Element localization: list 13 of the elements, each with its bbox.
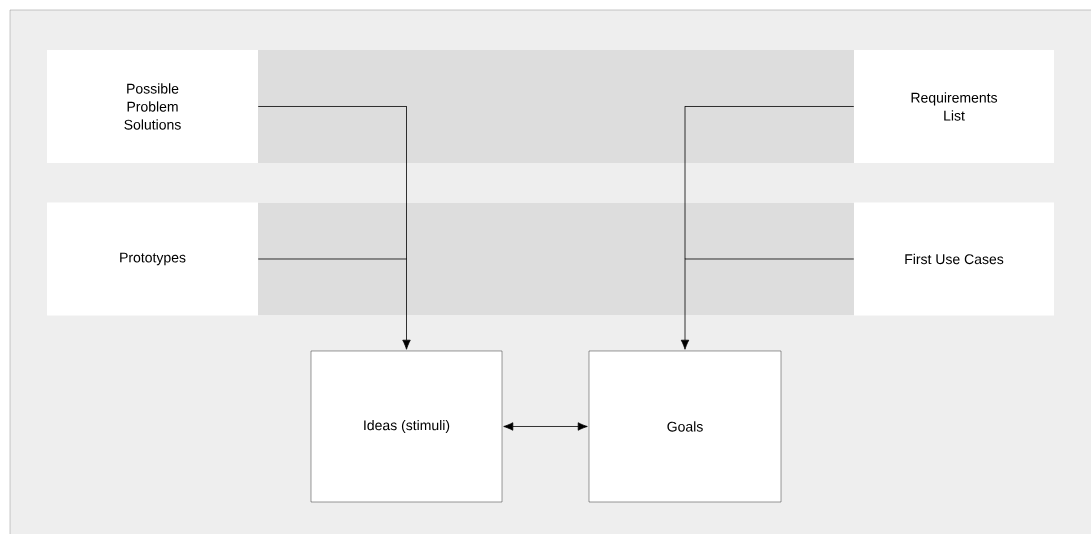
label-box: Possible Problem Solutions — [47, 50, 258, 163]
arrow — [680, 105, 690, 350]
label-box: Requirements List — [854, 50, 1054, 163]
connector-line — [684, 105, 855, 107]
box: Goals — [588, 350, 782, 503]
label-box: Prototypes — [47, 202, 258, 316]
label-box: First Use Cases — [854, 202, 1054, 316]
arrow — [503, 422, 588, 431]
connector-line — [684, 258, 855, 260]
connector-line — [257, 105, 407, 107]
connector-line — [257, 258, 407, 260]
box: Ideas (stimuli) — [310, 350, 503, 503]
arrow — [402, 105, 411, 350]
